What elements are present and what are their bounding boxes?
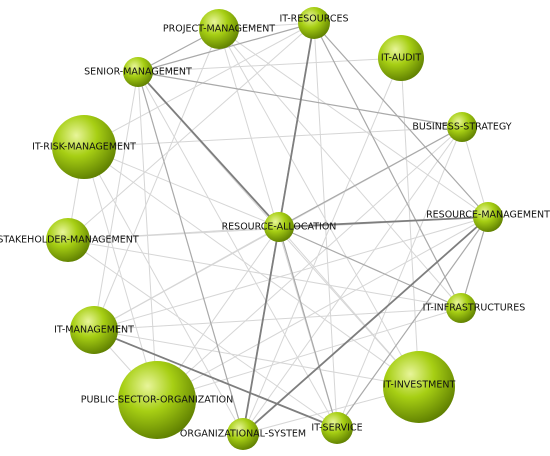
edge-it-risk-management-public-sector-organization: [83, 146, 158, 401]
node-resource-allocation[interactable]: [264, 212, 294, 242]
edge-business-strategy-it-service: [336, 126, 463, 429]
edge-it-infrastructures-public-sector-organization: [156, 307, 462, 401]
edge-resource-allocation-it-infrastructures: [278, 226, 462, 309]
node-label-it-resources: IT-RESOURCES: [279, 14, 348, 25]
node-label-project-management: PROJECT-MANAGEMENT: [163, 24, 275, 35]
edge-it-investment-project-management: [218, 28, 420, 388]
edge-it-audit-it-investment: [400, 57, 420, 388]
edge-business-strategy-resource-allocation: [278, 126, 463, 228]
node-it-management[interactable]: [70, 306, 118, 354]
node-it-resources[interactable]: [298, 7, 330, 39]
node-label-public-sector-organization: PUBLIC-SECTOR-ORGANIZATION: [81, 395, 234, 406]
edge-it-risk-management-resource-allocation: [83, 146, 280, 228]
edge-project-management-resource-management: [218, 28, 489, 218]
node-stakeholder-management[interactable]: [46, 218, 90, 262]
edge-resource-management-it-infrastructures: [460, 216, 489, 309]
edge-public-sector-organization-resource-management: [156, 216, 489, 401]
labels-layer: PROJECT-MANAGEMENT IT-RESOURCES IT-AUDIT SE…: [0, 14, 550, 440]
edge-senior-management-it-management: [93, 71, 139, 331]
edge-it-management-project-management: [93, 28, 220, 331]
node-label-it-audit: IT-AUDIT: [381, 53, 422, 64]
node-it-infrastructures[interactable]: [446, 293, 476, 323]
node-label-it-investment: IT-INVESTMENT: [383, 380, 456, 391]
node-label-resource-allocation: RESOURCE-ALLOCATION: [222, 222, 337, 233]
edge-it-management-it-service: [93, 329, 338, 429]
edge-senior-management-organizational-system: [137, 71, 244, 435]
node-it-service[interactable]: [321, 412, 353, 444]
node-label-senior-management: SENIOR-MANAGEMENT: [84, 67, 192, 78]
node-label-business-strategy: BUSINESS-STRATEGY: [412, 122, 511, 133]
edge-it-risk-management-business-strategy: [83, 126, 463, 148]
edge-senior-management-public-sector-organization: [137, 71, 158, 401]
node-it-audit[interactable]: [378, 35, 424, 81]
edge-it-resources-it-infrastructures: [313, 22, 462, 309]
edge-it-audit-senior-management: [137, 57, 402, 73]
edge-it-service-senior-management: [137, 71, 338, 429]
node-resource-management[interactable]: [473, 202, 503, 232]
node-label-it-service: IT-SERVICE: [311, 423, 362, 434]
node-label-it-risk-management: IT-RISK-MANAGEMENT: [32, 142, 136, 153]
edge-senior-management-resource-allocation: [137, 71, 280, 228]
edge-it-risk-management-it-resources: [83, 22, 315, 148]
node-senior-management[interactable]: [123, 57, 153, 87]
node-label-it-management: IT-MANAGEMENT: [54, 325, 134, 336]
node-organizational-system[interactable]: [227, 418, 259, 450]
edge-resource-allocation-resource-management: [278, 216, 489, 228]
edge-it-risk-management-organizational-system: [83, 146, 244, 435]
node-label-stakeholder-management: STAKEHOLDER-MANAGEMENT: [0, 235, 139, 246]
edge-resource-management-organizational-system: [242, 216, 489, 435]
edge-it-resources-resource-management: [313, 22, 489, 218]
node-label-organizational-system: ORGANIZATIONAL-SYSTEM: [180, 429, 306, 440]
node-it-risk-management[interactable]: [52, 115, 116, 179]
edge-organizational-system-business-strategy: [242, 126, 463, 435]
edge-it-infrastructures-stakeholder-management: [67, 239, 462, 309]
edge-project-management-it-infrastructures: [218, 28, 462, 309]
edge-it-risk-management-it-investment: [83, 146, 420, 388]
edge-it-infrastructures-it-management: [93, 307, 462, 331]
edge-resource-allocation-it-service: [278, 226, 338, 429]
edge-stakeholder-management-it-service: [67, 239, 338, 429]
node-business-strategy[interactable]: [447, 112, 477, 142]
edge-business-strategy-resource-management: [461, 126, 489, 218]
node-public-sector-organization[interactable]: [118, 361, 196, 439]
node-label-it-infrastructures: IT-INFRASTRUCTURES: [423, 303, 526, 314]
nodes-layer: [46, 7, 503, 450]
node-label-resource-management: RESOURCE-MANAGEMENT: [426, 210, 550, 221]
node-project-management[interactable]: [199, 9, 239, 49]
edge-resource-management-it-service: [336, 216, 489, 429]
edge-resource-allocation-organizational-system: [242, 226, 280, 435]
edge-it-resources-resource-allocation: [278, 22, 315, 228]
node-it-investment[interactable]: [383, 351, 455, 423]
